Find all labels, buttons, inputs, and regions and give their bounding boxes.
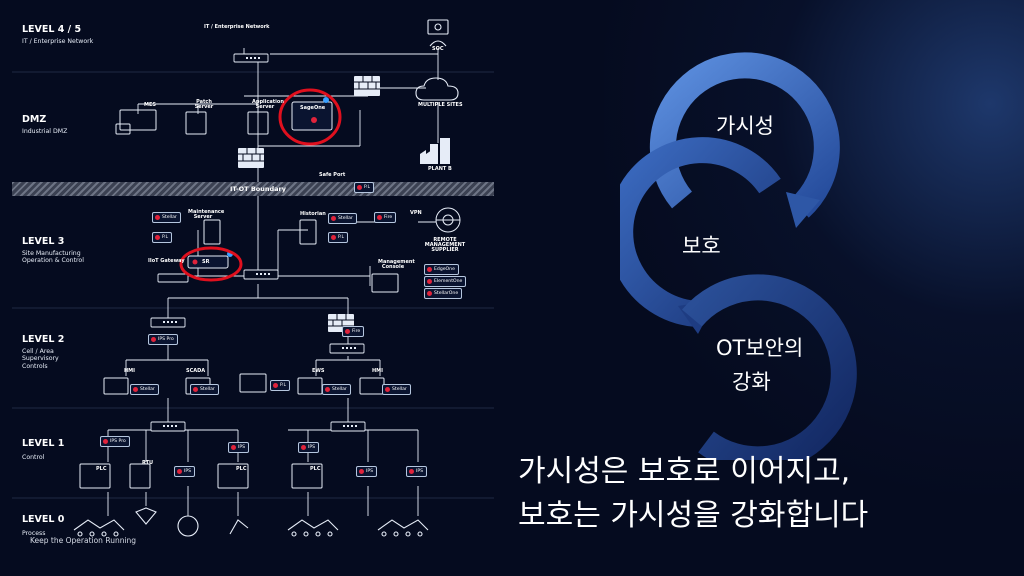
tag-stellarone: StellarOne	[424, 288, 463, 299]
management-console-label: Management Console	[378, 259, 415, 270]
tag-pl-historian: P.L	[328, 232, 349, 243]
remote-supplier-label: REMOTE MANAGEMENT SUPPLIER	[424, 237, 466, 253]
slide-caption: 가시성은 보호로 이어지고, 보호는 가시성을 강화합니다	[518, 450, 1018, 538]
cycle-arrows	[607, 52, 857, 473]
cycle-label-strengthen: 강화	[732, 370, 771, 394]
diagram-connections	[12, 19, 494, 537]
multiple-sites-label: MULTIPLE SITES	[418, 102, 463, 108]
level-subtitle-dmz: Industrial DMZ	[22, 128, 68, 135]
highlight-circle-sageone	[278, 88, 342, 146]
footer-caption: Keep the Operation Running	[30, 536, 137, 545]
caption-line-2: 보호는 가시성을 강화합니다	[518, 498, 869, 533]
plc-label-3: PLC	[310, 466, 321, 472]
plant-b-label: PLANT B	[428, 166, 452, 172]
plc-label-1: PLC	[96, 466, 107, 472]
switch-ports	[163, 57, 357, 427]
tag-elementone: ElementOne	[424, 276, 467, 287]
sr-label: SR	[202, 259, 210, 265]
level-title-0: LEVEL 0	[22, 514, 65, 525]
mes-label: MES	[144, 102, 156, 108]
level-subtitle-4-5: IT / Enterprise Network	[22, 38, 94, 45]
plc-icons	[79, 463, 323, 489]
server-icons	[115, 109, 317, 245]
level-title-4-5: LEVEL 4 / 5	[22, 24, 82, 35]
ot-architecture-diagram: LEVEL 4 / 5 IT / Enterprise Network DMZ …	[8, 8, 494, 570]
highlight-circle-sr	[179, 246, 243, 282]
it-network-label: IT / Enterprise Network	[204, 24, 270, 30]
cycle-label-protection: 보호	[682, 234, 721, 258]
sageone-label: SageOne	[300, 105, 326, 111]
tag-ips-l1-a: IPS	[174, 466, 196, 477]
tag-edgeone: EdgeOne	[424, 264, 459, 275]
tag-fire-vpn: Fire	[374, 212, 397, 223]
soc-icon	[427, 19, 449, 47]
cycle-arrow-2	[607, 137, 781, 327]
level-title-1: LEVEL 1	[22, 438, 65, 449]
tag-stellar-maintenance: Stellar	[152, 212, 181, 223]
tag-ips-l1-b: IPS	[228, 442, 250, 453]
tag-pl-l2: P.L	[270, 380, 291, 391]
sr-appliance-icon	[187, 251, 233, 269]
soc-label: SOC	[432, 46, 444, 52]
cycle-label-visibility: 가시성	[716, 114, 774, 138]
tag-ips-l1-c: IPS	[298, 442, 320, 453]
factory-icon	[420, 138, 450, 164]
level-title-2: LEVEL 2	[22, 334, 65, 345]
tag-fire-l2: Fire	[342, 326, 365, 337]
cycle-arrow-3	[682, 274, 857, 473]
cloud-icon	[415, 77, 459, 101]
level-title-3: LEVEL 3	[22, 236, 65, 247]
maintenance-server-label: Maintenance Server	[188, 209, 225, 220]
level-title-dmz: DMZ	[22, 114, 47, 125]
level-subtitle-1: Control	[22, 454, 45, 461]
level-subtitle-0: Process	[22, 530, 46, 537]
hmi-label-1: HMI	[124, 368, 136, 374]
ews-label: EWS	[312, 368, 325, 374]
application-server-label: Application Server	[252, 99, 284, 110]
level-subtitle-2: Cell / Area Supervisory Controls	[22, 348, 59, 370]
tag-pl-maintenance: P.L	[152, 232, 173, 243]
cycle-diagram: 가시성 보호 OT보안의 강화	[607, 50, 870, 473]
tag-stellar-hmi2: Stellar	[382, 384, 411, 395]
globe-icon	[435, 207, 461, 233]
sageone-appliance-icon	[291, 97, 333, 131]
it-ot-boundary-label: IT-OT Boundary	[230, 185, 286, 193]
vpn-label: VPN	[410, 210, 422, 216]
rtu-label: RTU	[142, 460, 154, 466]
level-subtitle-3: Site Manufacturing Operation & Control	[22, 250, 84, 265]
network-links	[107, 48, 439, 516]
plc-label-2: PLC	[236, 466, 247, 472]
cycle-label-ot-security: OT보안의	[716, 336, 804, 360]
tag-pl-safeport: P.L	[354, 182, 375, 193]
caption-line-1: 가시성은 보호로 이어지고,	[518, 454, 851, 489]
iiot-gateway-label: IIoT Gateway	[148, 258, 185, 264]
historian-label: Historian	[300, 211, 326, 217]
tag-ips-pro-l2: IPS Pro	[148, 334, 178, 345]
tag-stellar-hmi1: Stellar	[130, 384, 159, 395]
patch-server-label: Patch Server	[194, 99, 214, 110]
hmi-label-2: HMI	[372, 368, 384, 374]
level-dividers	[12, 71, 494, 499]
tag-stellar-ews: Stellar	[322, 384, 351, 395]
tag-stellar-historian: Stellar	[328, 213, 357, 224]
safe-port-label: Safe Port	[319, 172, 346, 178]
tag-ips-l1-d: IPS	[356, 466, 378, 477]
tag-stellar-scada: Stellar	[190, 384, 219, 395]
tag-ips-l1-e: IPS	[406, 466, 428, 477]
tag-ips-pro-l1: IPS Pro	[100, 436, 130, 447]
level0-device-icons	[73, 507, 429, 537]
scada-label: SCADA	[186, 368, 206, 374]
